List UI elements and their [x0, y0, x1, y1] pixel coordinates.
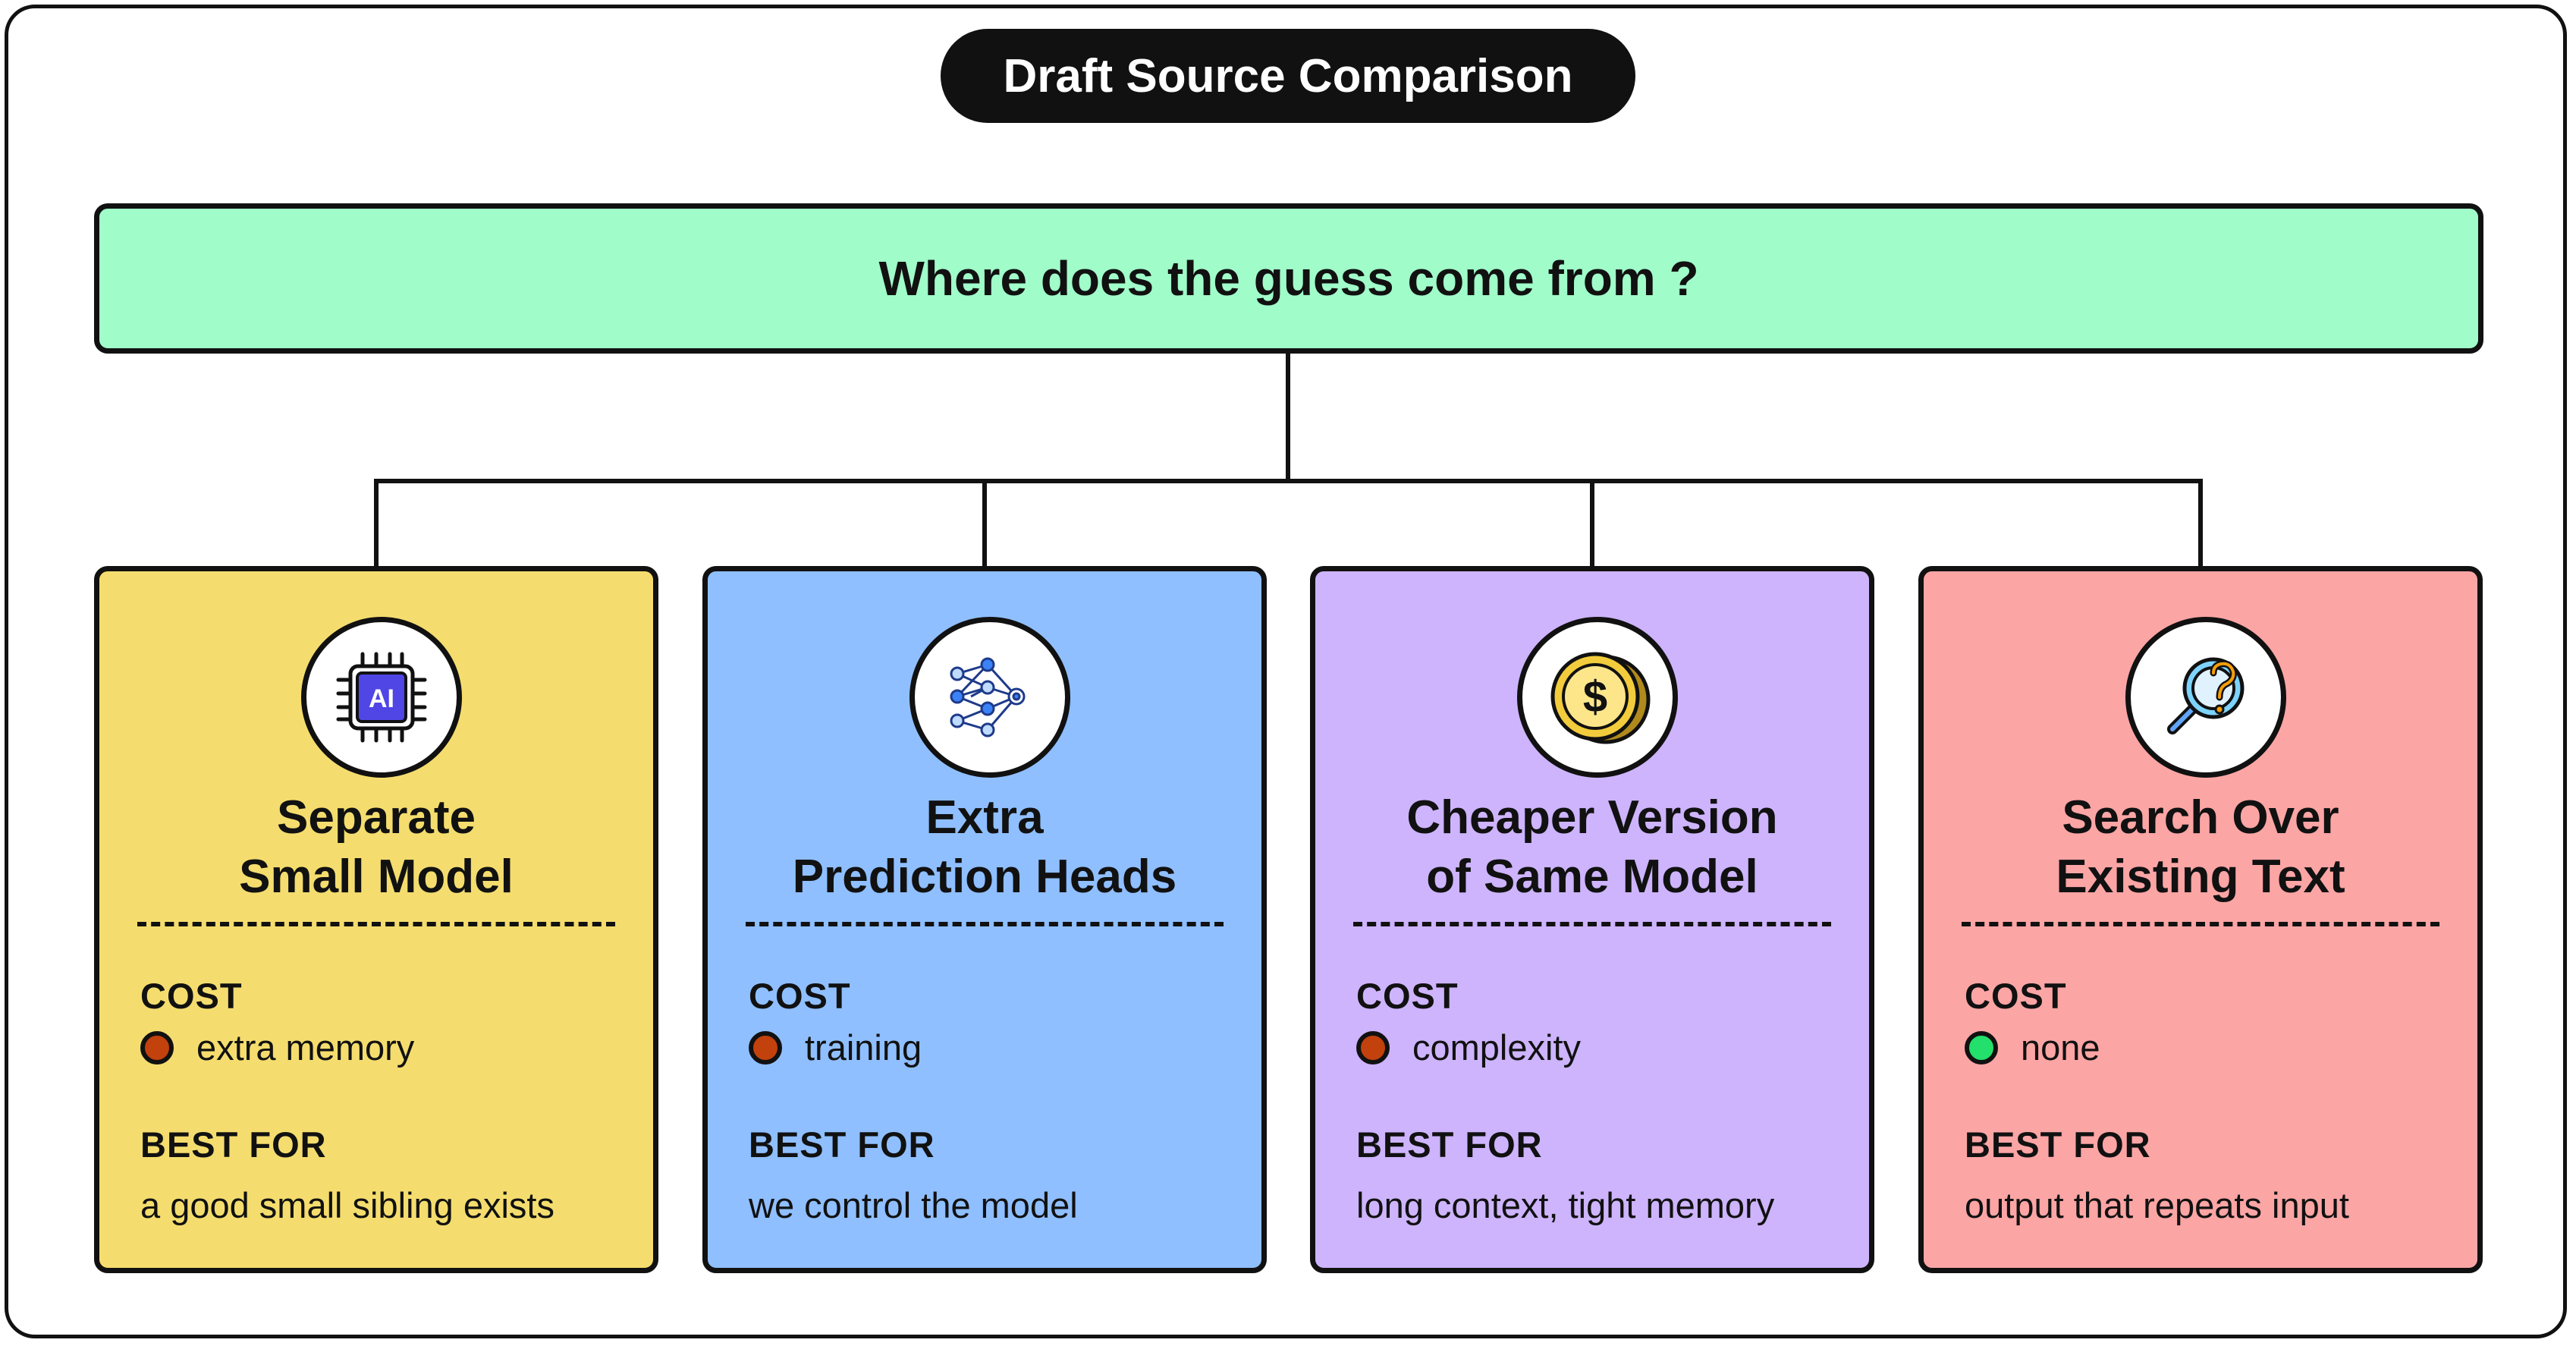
best-for-value: we control the model	[749, 1185, 1078, 1225]
cost-indicator-dot	[140, 1030, 174, 1065]
svg-text:$: $	[1583, 672, 1607, 722]
card-search-over-existing-text: Search Over Existing Text COST none BEST…	[1918, 566, 2483, 1273]
cost-label: COST	[1965, 976, 2067, 1016]
diagram-frame	[5, 5, 2567, 1338]
card-extra-prediction-heads: Extra Prediction Heads COST training BES…	[702, 566, 1267, 1273]
diagram-title: Draft Source Comparison	[941, 29, 1635, 123]
card-heading: Extra Prediction Heads	[723, 788, 1246, 907]
cost-indicator-dot	[749, 1030, 782, 1065]
question-box: Where does the guess come from ?	[94, 203, 2483, 354]
ai-chip-icon: AI	[336, 652, 427, 743]
cost-label: COST	[1356, 976, 1459, 1016]
card-heading-line-2: Small Model	[239, 851, 514, 903]
icon-badge: AI	[301, 617, 462, 778]
dashed-divider	[1353, 922, 1831, 926]
card-heading-line-1: Extra	[925, 791, 1044, 844]
icon-badge	[2125, 617, 2286, 778]
dollar-coin-icon: $	[1550, 652, 1651, 744]
best-for-value: long context, tight memory	[1356, 1185, 1775, 1225]
cost-row: complexity	[1356, 1027, 1581, 1068]
best-for-label: BEST FOR	[140, 1124, 327, 1165]
cost-row: training	[749, 1027, 922, 1068]
icon-badge	[909, 617, 1070, 778]
magnifier-search-icon	[2167, 657, 2245, 734]
neural-network-icon	[950, 657, 1026, 737]
diagram-title-text: Draft Source Comparison	[1003, 49, 1573, 102]
dashed-divider	[137, 922, 615, 926]
card-heading-line-1: Cheaper Version	[1406, 791, 1778, 844]
card-heading: Separate Small Model	[115, 788, 638, 907]
best-for-label: BEST FOR	[749, 1124, 935, 1165]
card-heading: Cheaper Version of Same Model	[1330, 788, 1854, 907]
cost-value: complexity	[1412, 1027, 1582, 1068]
cost-label: COST	[749, 976, 851, 1016]
cost-row: none	[1965, 1027, 2100, 1068]
best-for-label: BEST FOR	[1965, 1124, 2151, 1165]
cost-indicator-dot	[1356, 1030, 1390, 1065]
cost-row: extra memory	[140, 1027, 414, 1068]
card-heading-line-1: Separate	[277, 791, 476, 844]
card-heading-line-2: Prediction Heads	[792, 851, 1177, 903]
best-for-value: output that repeats input	[1965, 1185, 2349, 1225]
cost-value: none	[2021, 1027, 2100, 1068]
card-separate-small-model: AI Separate Small Model COST extra memor…	[94, 566, 658, 1273]
cost-value: extra memory	[196, 1027, 415, 1068]
best-for-value: a good small sibling exists	[140, 1185, 554, 1225]
question-text: Where does the guess come from ?	[878, 251, 1699, 306]
card-heading-line-2: of Same Model	[1426, 851, 1758, 903]
cost-label: COST	[140, 976, 243, 1016]
dashed-divider	[1962, 922, 2439, 926]
cost-value: training	[805, 1027, 922, 1068]
card-cheaper-version-same-model: $ Cheaper Version of Same Model COST com…	[1310, 566, 1874, 1273]
icon-badge: $	[1517, 617, 1678, 778]
dashed-divider	[746, 922, 1224, 926]
svg-text:AI: AI	[369, 684, 394, 713]
best-for-label: BEST FOR	[1356, 1124, 1543, 1165]
card-heading-line-2: Existing Text	[2056, 851, 2345, 903]
cost-indicator-dot	[1965, 1030, 1998, 1065]
card-heading-line-1: Search Over	[2062, 791, 2339, 844]
card-heading: Search Over Existing Text	[1939, 788, 2462, 907]
